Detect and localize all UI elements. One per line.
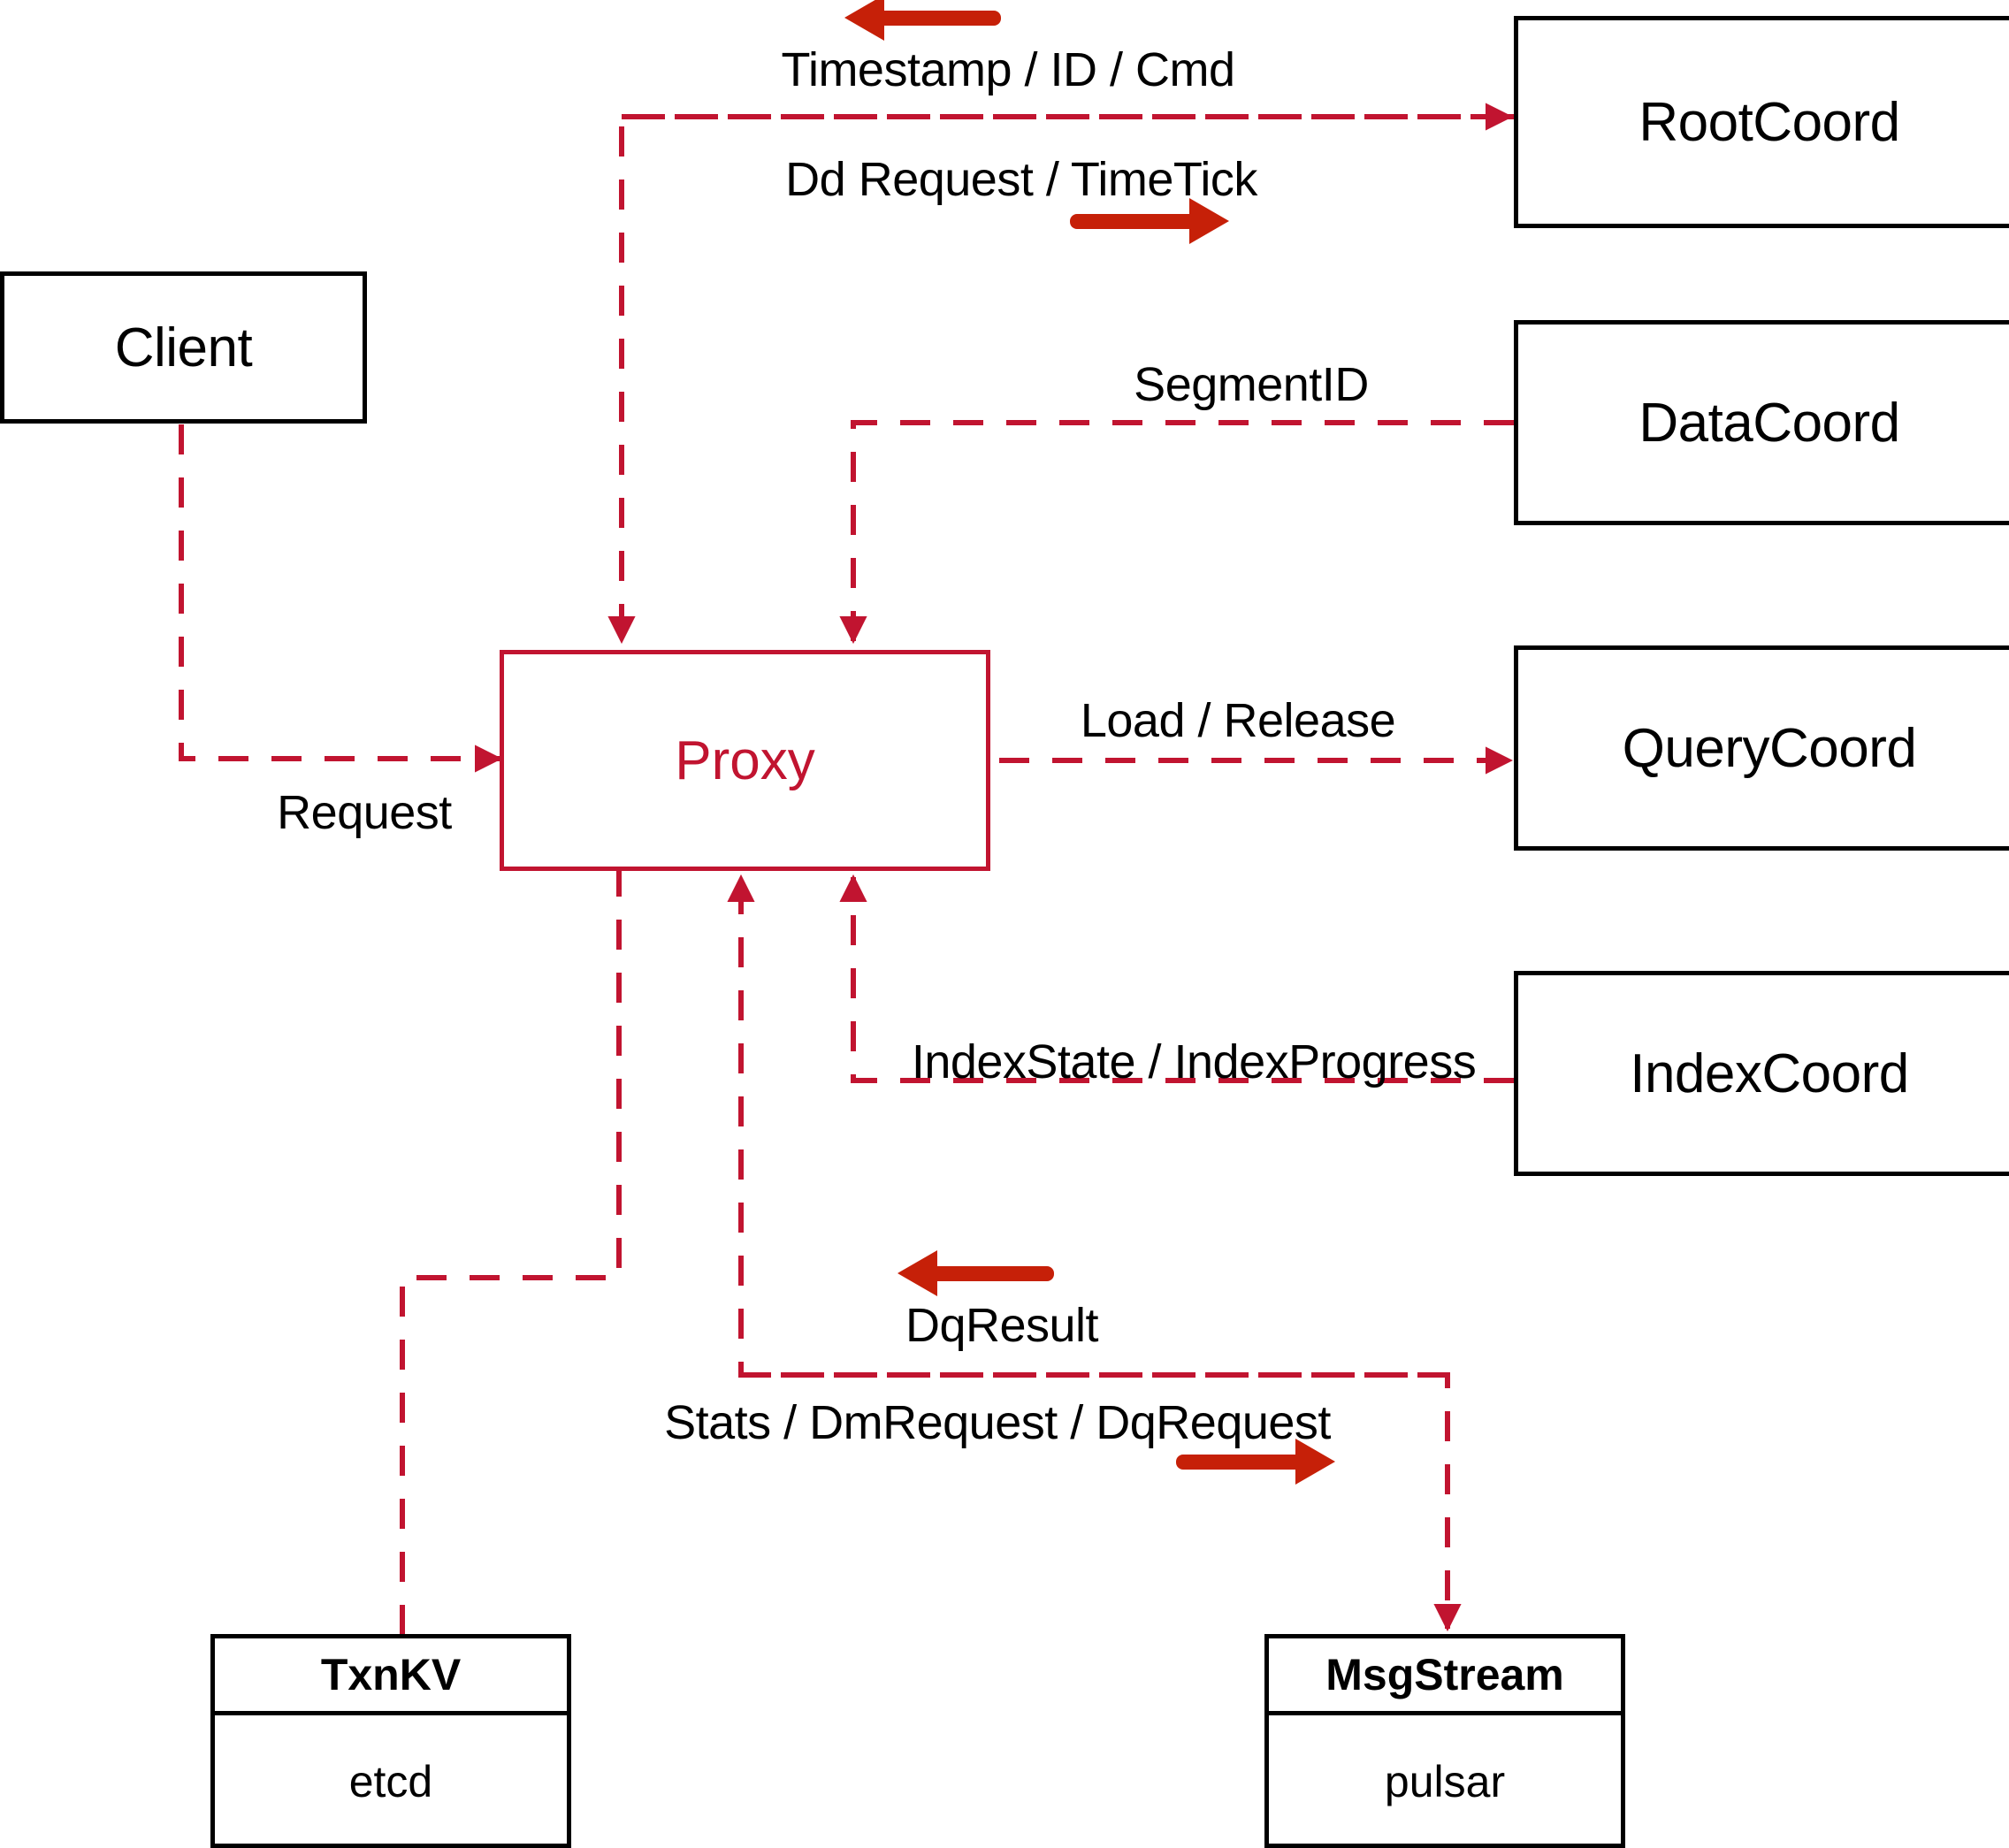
node-msgstream-title: MsgStream (1269, 1638, 1621, 1715)
node-indexcoord-label: IndexCoord (1630, 1042, 1909, 1104)
edge-label-segmentid: SegmentID (1134, 358, 1369, 411)
node-datacoord[interactable]: DataCoord (1514, 320, 2009, 525)
wire-client-to-proxy (179, 424, 503, 773)
node-indexcoord[interactable]: IndexCoord (1514, 971, 2009, 1176)
node-client-label: Client (114, 317, 253, 378)
node-proxy-label: Proxy (675, 729, 815, 791)
node-txnkv-impl: etcd (348, 1757, 433, 1806)
edge-label-dd-request-timetick: Dd Request / TimeTick (785, 153, 1257, 206)
node-txnkv[interactable]: TxnKV etcd (210, 1634, 571, 1848)
node-msgstream[interactable]: MsgStream pulsar (1264, 1634, 1625, 1848)
node-client[interactable]: Client (0, 271, 367, 424)
edge-label-load-release: Load / Release (1080, 694, 1396, 747)
node-rootcoord[interactable]: RootCoord (1514, 16, 2009, 228)
edge-label-indexstate-indexprogress: IndexState / IndexProgress (911, 1035, 1477, 1088)
node-datacoord-label: DataCoord (1639, 392, 1900, 454)
node-proxy[interactable]: Proxy (500, 650, 990, 871)
edge-label-request: Request (277, 786, 452, 839)
node-msgstream-impl: pulsar (1384, 1757, 1506, 1806)
direction-arrow-timestamp-id-cmd (844, 0, 1001, 41)
wire-proxy-to-txnkv (400, 867, 622, 1634)
wire-datacoord-to-proxy (839, 420, 1514, 645)
edge-label-dqresult: DqResult (905, 1299, 1099, 1352)
edge-label-timestamp-id-cmd: Timestamp / ID / Cmd (781, 43, 1235, 96)
node-querycoord-label: QueryCoord (1622, 717, 1917, 779)
direction-arrow-dqresult (898, 1250, 1054, 1296)
node-querycoord[interactable]: QueryCoord (1514, 645, 2009, 851)
edge-label-stats-dm-dq-request: Stats / DmRequest / DqRequest (664, 1396, 1331, 1449)
node-txnkv-title: TxnKV (215, 1638, 567, 1715)
node-rootcoord-label: RootCoord (1639, 91, 1900, 153)
